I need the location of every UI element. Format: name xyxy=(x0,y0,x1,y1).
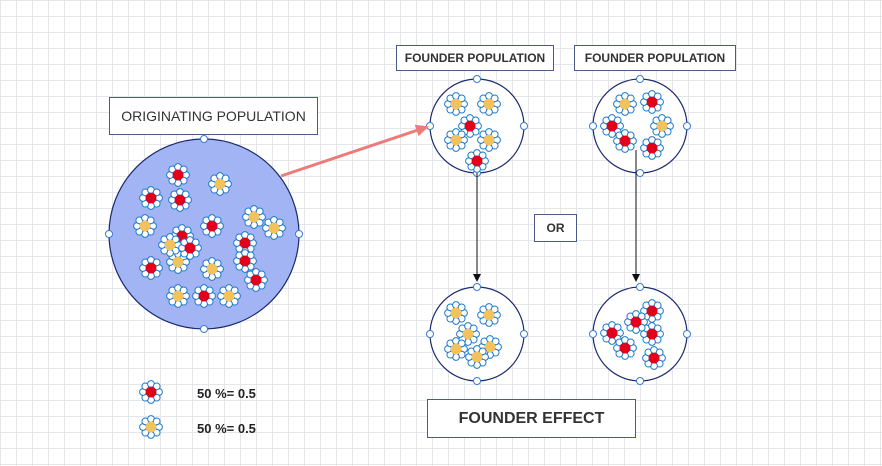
resize-handle-5-4[interactable] xyxy=(589,330,597,338)
originating-individual-19 xyxy=(158,233,182,257)
originating-individual-12 xyxy=(200,257,224,281)
originating-individual-18 xyxy=(217,284,241,308)
founder-1-after-individual-6 xyxy=(465,345,489,369)
founder-2-after-individual-3 xyxy=(640,322,664,346)
originating-individual-2 xyxy=(208,172,232,196)
originating-individual-16 xyxy=(166,284,190,308)
legend-red-text: 50 %= 0.5 xyxy=(197,386,256,401)
founder-effect-label: FOUNDER EFFECT xyxy=(427,399,636,438)
founder-1-before-individual-6 xyxy=(465,149,489,173)
originating-individual-6 xyxy=(200,214,224,238)
founder-2-before-individual-5 xyxy=(613,129,637,153)
resize-handle-4-2[interactable] xyxy=(520,330,528,338)
originating-individual-4 xyxy=(168,188,192,212)
founder-2-before-individual-3 xyxy=(600,114,624,138)
founder-2-before-individual-1 xyxy=(613,92,637,116)
resize-handle-2-1[interactable] xyxy=(473,75,481,83)
originating-individual-1 xyxy=(166,163,190,187)
founder-2-after-individual-5 xyxy=(642,346,666,370)
originating-individual-7 xyxy=(242,205,266,229)
resize-handle-1-2[interactable] xyxy=(295,230,303,238)
founder-2-after-individual-4 xyxy=(613,336,637,360)
founder-1-before-individual-4 xyxy=(444,128,468,152)
resize-handle-4-1[interactable] xyxy=(473,283,481,291)
originating-individual-15 xyxy=(244,268,268,292)
founder-population-label-2: FOUNDER POPULATION xyxy=(574,45,736,71)
or-label: OR xyxy=(534,214,577,242)
resize-handle-3-2[interactable] xyxy=(683,122,691,130)
founder-2-before-individual-2 xyxy=(640,90,664,114)
individuals-layer xyxy=(133,90,674,439)
originating-individual-17 xyxy=(192,284,216,308)
migration-arrow xyxy=(280,124,429,178)
founder-population-label-1: FOUNDER POPULATION xyxy=(396,45,554,71)
originating-individual-14 xyxy=(233,249,257,273)
resize-handle-3-4[interactable] xyxy=(589,122,597,130)
founder-1-before-individual-1 xyxy=(444,92,468,116)
resize-handle-5-1[interactable] xyxy=(636,283,644,291)
founder-2-after-individual-1 xyxy=(640,299,664,323)
founder-1-after-individual-3 xyxy=(456,322,480,346)
originating-individual-13 xyxy=(139,256,163,280)
legend-yellow-text: 50 %= 0.5 xyxy=(197,421,256,436)
founder-2-after-individual-6 xyxy=(624,310,648,334)
resize-handle-2-2[interactable] xyxy=(520,122,528,130)
founder-1-after-individual-2 xyxy=(477,303,501,327)
legend-red-allele-icon xyxy=(139,380,163,404)
founder-2-before-individual-4 xyxy=(650,114,674,138)
originating-individual-20 xyxy=(178,236,202,260)
founder-1-after-individual-4 xyxy=(444,337,468,361)
resize-handle-5-2[interactable] xyxy=(683,330,691,338)
resize-handle-2-4[interactable] xyxy=(426,122,434,130)
resize-handle-1-4[interactable] xyxy=(105,230,113,238)
resize-handle-3-3[interactable] xyxy=(636,169,644,177)
founder-1-before-individual-3 xyxy=(458,114,482,138)
originating-individual-5 xyxy=(133,214,157,238)
founder-2-before-individual-6 xyxy=(640,136,664,160)
originating-population-label: ORIGINATING POPULATION xyxy=(109,97,318,135)
originating-individual-8 xyxy=(262,216,286,240)
resize-handle-4-4[interactable] xyxy=(426,330,434,338)
founder-2-after-individual-2 xyxy=(600,321,624,345)
resize-handle-3-1[interactable] xyxy=(636,75,644,83)
resize-handle-4-3[interactable] xyxy=(473,377,481,385)
originating-individual-3 xyxy=(139,186,163,210)
founder-1-before-individual-2 xyxy=(477,92,501,116)
resize-handle-1-3[interactable] xyxy=(200,325,208,333)
resize-handle-1-1[interactable] xyxy=(200,135,208,143)
resize-handle-5-3[interactable] xyxy=(636,377,644,385)
legend-yellow-allele-icon xyxy=(139,415,163,439)
founder-1-before-individual-5 xyxy=(477,128,501,152)
founder-1-after-individual-1 xyxy=(444,301,468,325)
